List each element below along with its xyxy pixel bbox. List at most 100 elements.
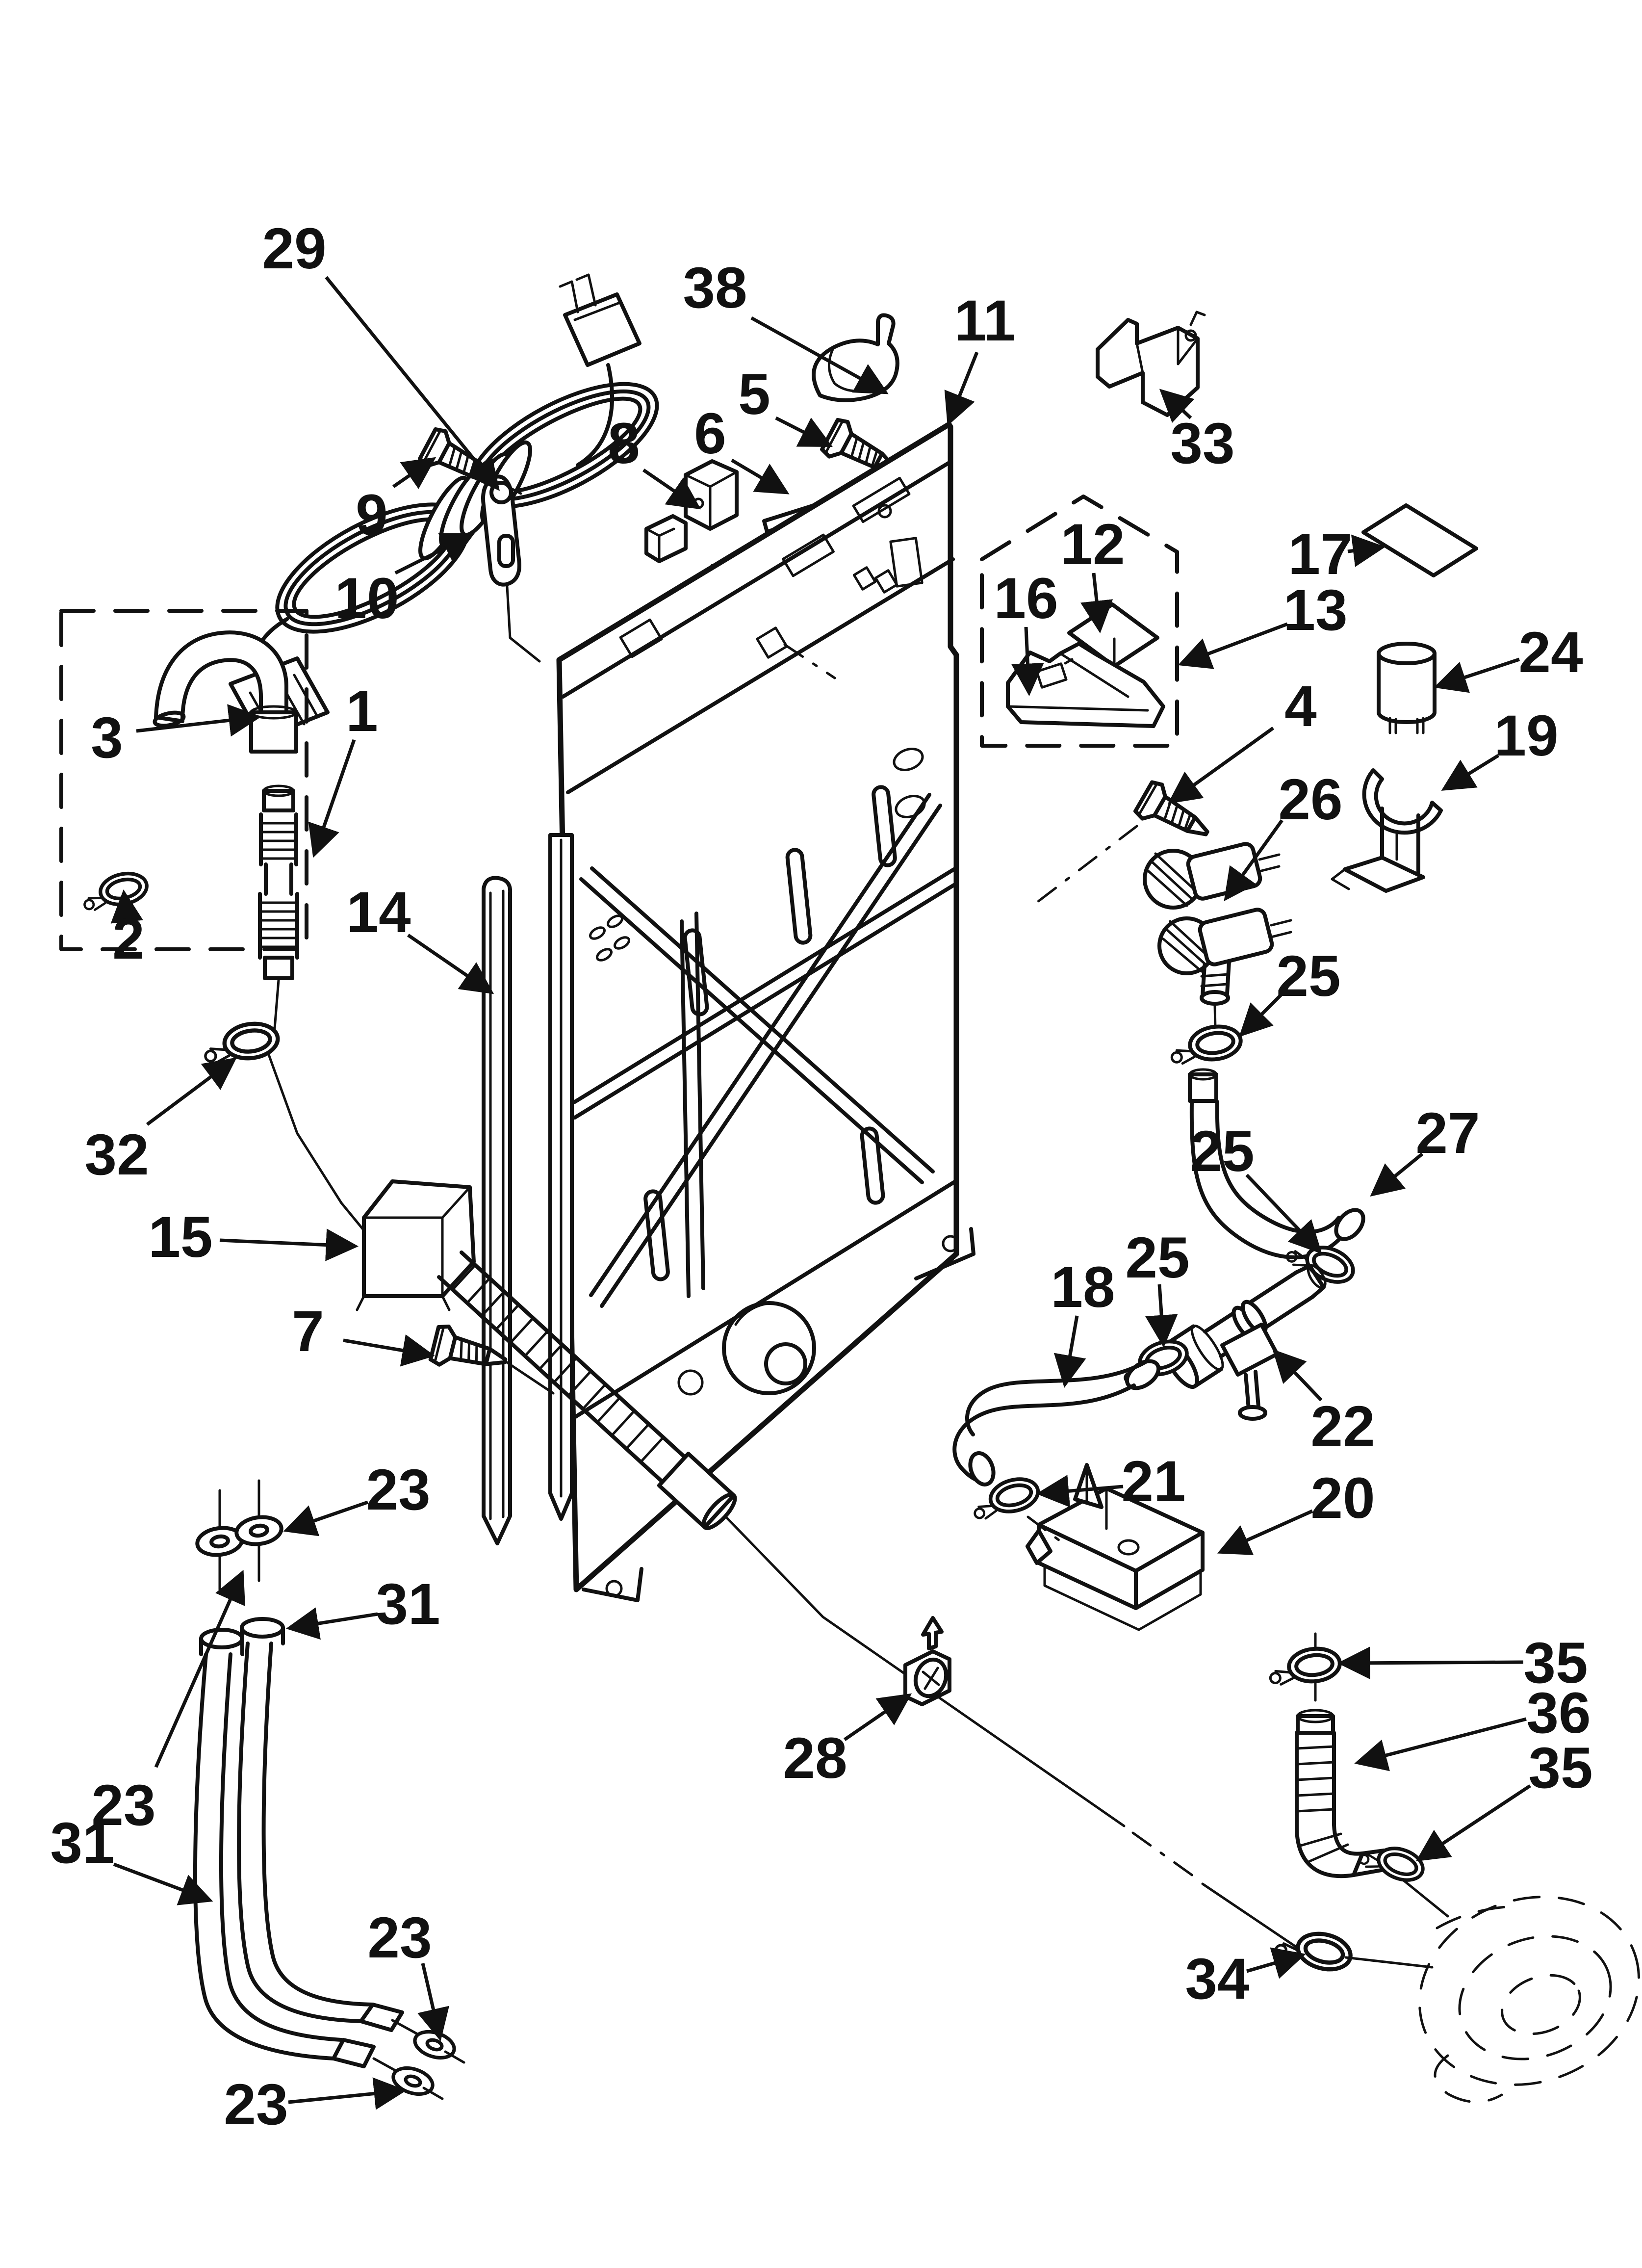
part-number-label: 11 bbox=[954, 288, 1016, 353]
callout-arrow bbox=[283, 1500, 369, 1537]
callout-27-18: 27 bbox=[1370, 1101, 1480, 1197]
callout-31-33: 31 bbox=[286, 1572, 440, 1640]
clamp-35-top bbox=[1268, 1646, 1341, 1686]
callout-arrow bbox=[286, 1607, 378, 1640]
part-number-label: 12 bbox=[1060, 512, 1125, 577]
part-number-label: 9 bbox=[356, 483, 388, 547]
part-number-label: 25 bbox=[1190, 1119, 1254, 1184]
corrugated-drain-hose-1 bbox=[258, 784, 299, 1030]
part-number-label: 16 bbox=[994, 566, 1058, 631]
part-number-label: 23 bbox=[367, 1905, 432, 1970]
callout-34-39: 34 bbox=[1185, 1947, 1306, 2011]
callout-arrow bbox=[392, 457, 436, 489]
part-number-label: 5 bbox=[738, 362, 770, 427]
part-number-label: 26 bbox=[1278, 767, 1342, 832]
callout-arrow bbox=[1217, 1509, 1313, 1555]
part-number-label: 38 bbox=[683, 256, 747, 320]
fill-hose-to-tub bbox=[437, 1250, 1300, 1950]
callout-arrow bbox=[1246, 1947, 1306, 1979]
part-number-label: 17 bbox=[1288, 522, 1352, 587]
callout-11-2: 11 bbox=[944, 288, 1016, 426]
callout-24-13: 24 bbox=[1434, 620, 1583, 693]
callout-arrow bbox=[154, 1569, 245, 1768]
callout-arrow bbox=[750, 316, 889, 394]
callout-arrow bbox=[1080, 573, 1113, 634]
callout-18-26: 18 bbox=[1051, 1255, 1115, 1388]
callout-arrow bbox=[1415, 1784, 1531, 1862]
capacitor-24 bbox=[1377, 642, 1437, 734]
callout-arrow bbox=[775, 416, 833, 447]
callout-6-6: 6 bbox=[694, 401, 790, 495]
part-number-label: 8 bbox=[608, 411, 640, 476]
bracket-33 bbox=[1096, 311, 1206, 417]
dispenser-hose-18 bbox=[952, 1359, 1161, 1486]
dispenser-20 bbox=[1026, 1463, 1205, 1631]
callout-arrow bbox=[110, 889, 143, 924]
callout-35-42: 35 bbox=[1415, 1736, 1593, 1862]
part-number-label: 32 bbox=[84, 1122, 149, 1187]
callout-23-34: 23 bbox=[91, 1569, 245, 1838]
part-number-label: 13 bbox=[1283, 578, 1347, 643]
clamp-35-bottom bbox=[1358, 1837, 1427, 1886]
part-number-label: 6 bbox=[694, 401, 726, 466]
strap-bracket-10 bbox=[481, 474, 541, 663]
callout-arrow bbox=[731, 458, 790, 495]
hose-clamp-28 bbox=[903, 1616, 951, 1706]
callout-arrow bbox=[136, 704, 262, 737]
callout-4-15: 4 bbox=[1167, 674, 1317, 804]
callout-arrow bbox=[1272, 1349, 1323, 1402]
gooseneck-hose-3 bbox=[153, 630, 298, 754]
callout-10-8: 10 bbox=[334, 533, 475, 631]
tag-17 bbox=[1361, 503, 1478, 577]
callout-29-0: 29 bbox=[262, 216, 500, 491]
part-number-label: 33 bbox=[1170, 411, 1234, 476]
callout-arrow bbox=[1159, 389, 1195, 423]
callout-31-35: 31 bbox=[50, 1811, 213, 1905]
callout-arrow bbox=[1178, 622, 1288, 669]
part-number-label: 25 bbox=[1276, 944, 1340, 1009]
mounting-screw-7 bbox=[430, 1324, 555, 1395]
callout-arrow bbox=[219, 1228, 359, 1261]
callout-26-16: 26 bbox=[1224, 767, 1343, 902]
part-number-label: 27 bbox=[1415, 1101, 1480, 1166]
callout-arrow bbox=[1354, 1717, 1527, 1772]
clamp-2 bbox=[80, 869, 150, 912]
left-flange-strip bbox=[548, 833, 574, 1521]
part-number-label: 36 bbox=[1526, 1681, 1591, 1746]
callout-14-22: 14 bbox=[346, 880, 494, 994]
callout-33-3: 33 bbox=[1159, 389, 1235, 476]
callout-arrow bbox=[308, 739, 356, 858]
part-number-label: 21 bbox=[1121, 1449, 1185, 1514]
callout-12-9: 12 bbox=[1060, 512, 1125, 634]
callout-arrow bbox=[1370, 1152, 1424, 1197]
part-number-label: 34 bbox=[1185, 1947, 1249, 2011]
callout-36-41: 36 bbox=[1354, 1681, 1591, 1772]
callout-2-21: 2 bbox=[110, 889, 145, 971]
hose-bracket-19 bbox=[1331, 768, 1443, 893]
callout-35-40: 35 bbox=[1337, 1631, 1588, 1695]
clamp-25-valve bbox=[1168, 1023, 1243, 1065]
inlet-washers-bottom-23 bbox=[390, 2027, 465, 2099]
pressure-kit-box-13 bbox=[980, 495, 1179, 748]
callout-21-29: 21 bbox=[1036, 1449, 1186, 1514]
part-number-label: 4 bbox=[1284, 674, 1317, 739]
part-number-label: 2 bbox=[112, 907, 145, 971]
part-number-label: 20 bbox=[1310, 1466, 1375, 1531]
callout-1-20: 1 bbox=[308, 679, 378, 858]
callout-17-11: 17 bbox=[1288, 522, 1386, 587]
switch-plate-16 bbox=[1006, 642, 1165, 728]
callout-arrow bbox=[944, 351, 979, 426]
callout-arrow bbox=[844, 1693, 912, 1741]
callout-arrow bbox=[1347, 534, 1386, 567]
callout-23-32: 23 bbox=[283, 1458, 431, 1537]
callout-15-24: 15 bbox=[148, 1205, 359, 1270]
part-number-label: 1 bbox=[346, 679, 378, 744]
callout-32-23: 32 bbox=[84, 1057, 237, 1187]
callout-arrow bbox=[1011, 626, 1044, 697]
callout-arrow bbox=[288, 2077, 407, 2110]
callout-arrow bbox=[113, 1862, 213, 1905]
callout-13-12: 13 bbox=[1178, 578, 1348, 669]
callout-arrow bbox=[325, 276, 500, 491]
